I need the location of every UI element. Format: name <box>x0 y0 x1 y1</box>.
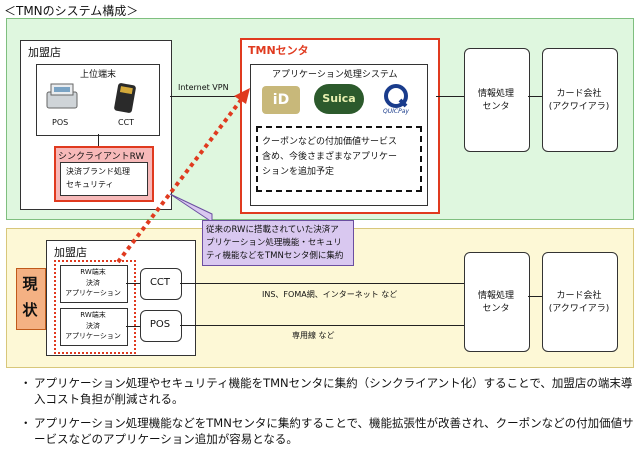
coupon-line2: 含め、今後さまざまなアプリケー <box>262 152 398 162</box>
card-company-top-line1: カード会社 <box>556 89 602 99</box>
cct-label-top: CCT <box>118 118 135 127</box>
quicpay-logo: QUICPay <box>378 84 414 120</box>
pos-label-top: POS <box>52 118 69 127</box>
diagram-title: ＜TMNのシステム構成＞ <box>4 4 139 18</box>
quicpay-q-icon <box>384 84 408 108</box>
store-label-top: 加盟店 <box>28 46 61 59</box>
leased-line-label: 専用線 など <box>292 331 335 340</box>
thin-client-inner <box>60 162 148 196</box>
quicpay-label: QUICPay <box>383 108 409 115</box>
suica-logo: Suica <box>314 84 364 114</box>
ins-network-label: INS、FOMA網、インターネット など <box>262 290 398 299</box>
thin-client-line2: セキュリティ <box>66 180 114 189</box>
info-card-link-bottom <box>528 296 542 297</box>
callout-line2: プリケーション処理機能・セキュリ <box>206 238 342 248</box>
thin-client-line1: 決済ブランド処理 <box>66 167 130 176</box>
info-center-bottom-line2: センタ <box>482 304 510 314</box>
rw-dotted-group <box>54 260 136 354</box>
callout-box <box>202 220 354 266</box>
current-label-box <box>16 268 46 330</box>
rw2-pos-link <box>126 326 140 327</box>
tmn-info-link <box>436 96 464 97</box>
vpn-link-label: Internet VPN <box>178 83 229 92</box>
rw-terminal-2-title: RW端末 <box>80 311 106 319</box>
pos-terminal-icon <box>46 83 78 109</box>
thin-client-title: シンクライアントRW <box>58 152 145 162</box>
vpn-link-line <box>170 96 240 97</box>
rw-terminal-2-line2: 決済 <box>86 322 100 330</box>
callout-line3: ティ機能などをTMNセンタ側に集約 <box>206 251 344 261</box>
rw1-cct-link <box>126 283 140 284</box>
rw-terminal-2-line3: アプリケーション <box>65 332 121 340</box>
leased-line <box>180 325 464 326</box>
rw-terminal-1-line2: 決済 <box>86 279 100 287</box>
info-center-top-line1: 情報処理 <box>477 89 514 99</box>
pos-label-bottom: POS <box>149 319 171 330</box>
card-company-bottom-line1: カード会社 <box>556 291 602 301</box>
note-bullet-2: ・ <box>20 416 32 430</box>
rw-terminal-box-2 <box>60 308 128 346</box>
pos-box-bottom <box>140 310 182 342</box>
coupon-line3: ションを追加予定 <box>262 167 335 177</box>
coupon-line1: クーポンなどの付加価値サービス <box>262 137 398 147</box>
id-logo: iD <box>262 86 300 114</box>
tmn-center-title: TMNセンタ <box>248 44 309 57</box>
info-card-link-top <box>528 96 542 97</box>
rw-terminal-1-title: RW端末 <box>80 268 106 276</box>
info-center-box-bottom <box>464 252 530 352</box>
info-center-box-top <box>464 48 530 152</box>
info-center-bottom-line1: 情報処理 <box>477 291 514 301</box>
current-label-2: 状 <box>22 301 38 319</box>
coupon-dashed-box <box>256 126 422 192</box>
cct-terminal-icon <box>114 83 136 113</box>
callout-line1: 従来のRWに搭載されていた決済ア <box>206 225 339 235</box>
rw-terminal-1-line3: アプリケーション <box>65 289 121 297</box>
ins-network-line <box>180 283 464 284</box>
cct-box-bottom <box>140 268 182 300</box>
current-label-1: 現 <box>22 275 38 293</box>
card-company-top-line2: (アクワイアラ) <box>548 102 610 112</box>
note-2: アプリケーション処理機能などをTMNセンタに集約することで、機能拡張性が改善され… <box>34 416 634 446</box>
arrow-head <box>234 88 250 104</box>
note-1: アプリケーション処理やセキュリティ機能をTMNセンタに集約（シンクライアント化）… <box>34 376 633 406</box>
info-center-top-line2: センタ <box>482 102 510 112</box>
upper-terminal-title: 上位端末 <box>80 70 117 80</box>
rw-terminal-box-1 <box>60 265 128 303</box>
terminal-connector <box>98 134 99 146</box>
callout-pointer <box>169 193 213 223</box>
card-company-box-top <box>542 48 618 152</box>
card-company-bottom-line2: (アクワイアラ) <box>548 304 610 314</box>
app-system-title: アプリケーション処理システム <box>272 70 398 80</box>
note-bullet-1: ・ <box>20 376 32 390</box>
store-label-bottom: 加盟店 <box>54 246 87 259</box>
card-company-box-bottom <box>542 252 618 352</box>
cct-label-bottom: CCT <box>149 277 171 288</box>
